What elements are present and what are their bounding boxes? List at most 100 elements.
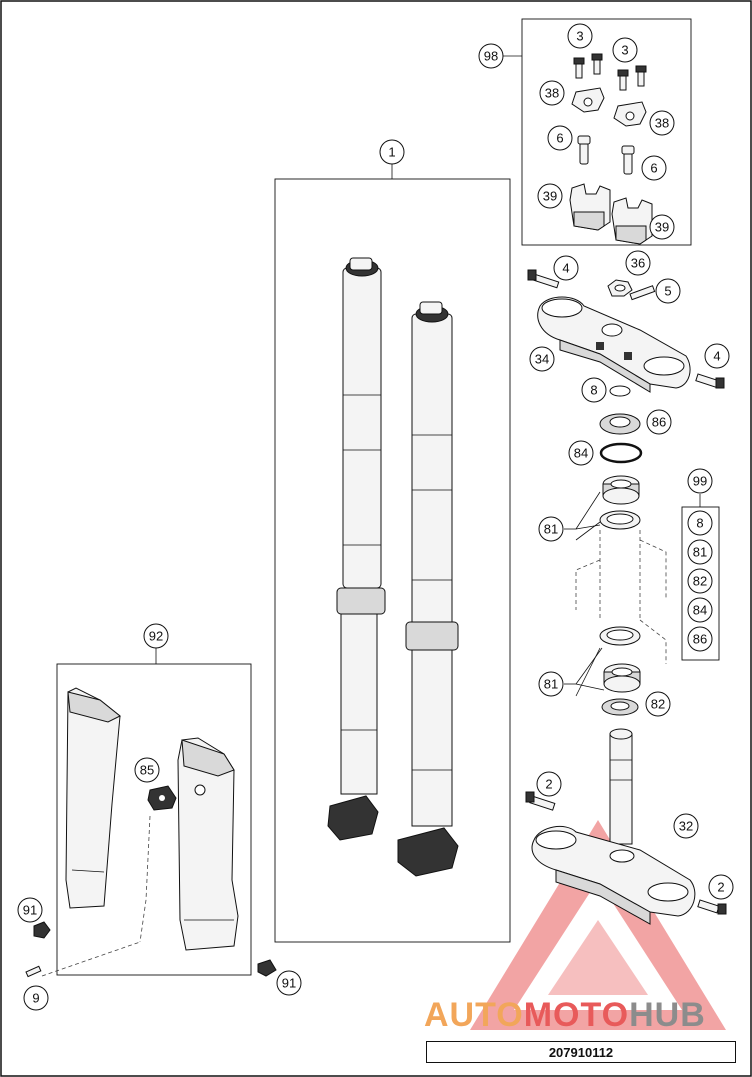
svg-text:5: 5 [664, 284, 671, 299]
fork-guard-icon [177, 737, 239, 951]
svg-text:4: 4 [562, 261, 569, 276]
bearing-race-icon [599, 626, 641, 646]
screw-icon [577, 135, 635, 175]
svg-text:82: 82 [693, 574, 707, 589]
kit-99-item-8: 8 [687, 510, 713, 536]
svg-text:2: 2 [717, 880, 724, 895]
assembly-dash-line [41, 815, 151, 977]
svg-text:38: 38 [545, 86, 559, 101]
bearing-race-icon [599, 510, 641, 530]
svg-text:1: 1 [388, 145, 395, 160]
callout-38-left: 38 [539, 80, 565, 106]
svg-text:34: 34 [535, 352, 549, 367]
callout-39-right: 39 [649, 214, 675, 240]
o-ring-icon [609, 385, 631, 397]
bolt-icon [527, 269, 725, 389]
steering-head-outline [575, 530, 667, 664]
svg-text:38: 38 [655, 116, 669, 131]
svg-text:6: 6 [556, 131, 563, 146]
svg-text:39: 39 [655, 220, 669, 235]
bearing-icon [603, 663, 641, 693]
svg-text:39: 39 [543, 189, 557, 204]
svg-text:4: 4 [713, 349, 720, 364]
callout-6-left: 6 [547, 125, 573, 151]
lower-seal-icon [601, 698, 639, 716]
frame-99 [681, 506, 720, 661]
bearing-seal-ring-icon [599, 442, 643, 464]
callout-36: 36 [625, 250, 651, 276]
svg-text:84: 84 [693, 603, 707, 618]
callout-38-right: 38 [649, 110, 675, 136]
callout-91-left: 91 [17, 897, 43, 923]
fork-guard-icon [65, 687, 121, 909]
svg-text:6: 6 [650, 161, 657, 176]
callout-32: 32 [673, 813, 699, 839]
callout-2-bottom: 2 [708, 874, 734, 900]
bolt-icon [573, 53, 647, 91]
callout-39-left: 39 [537, 183, 563, 209]
triple-clamp-icon [537, 296, 691, 393]
svg-text:3: 3 [576, 29, 583, 44]
callout-8: 8 [581, 377, 607, 403]
callout-9: 9 [23, 985, 49, 1011]
fork-leg-left-icon [327, 257, 386, 841]
callout-85: 85 [134, 757, 160, 783]
handlebar-clamp-base-icon [569, 183, 653, 245]
kit-99-item-84: 84 [687, 597, 713, 623]
callout-6-right: 6 [641, 155, 667, 181]
kit-99-item-86: 86 [687, 626, 713, 652]
frame-98 [521, 18, 692, 246]
watermark-text: AUTOMOTOHUB [424, 996, 706, 1034]
steering-nut-icon [607, 279, 633, 297]
svg-text:3: 3 [621, 43, 628, 58]
brake-line-guide-icon [147, 785, 177, 811]
callout-84: 84 [568, 440, 594, 466]
callout-91-right: 91 [276, 970, 302, 996]
steering-stem-icon [609, 728, 633, 845]
kit-99-item-82: 82 [687, 568, 713, 594]
callout-3-left: 3 [567, 23, 593, 49]
svg-text:91: 91 [282, 976, 296, 991]
svg-text:81: 81 [693, 545, 707, 560]
svg-text:92: 92 [149, 629, 163, 644]
callout-3-right: 3 [612, 37, 638, 63]
bolt-icon [525, 791, 727, 915]
callout-5: 5 [655, 278, 681, 304]
svg-text:82: 82 [651, 697, 665, 712]
callout-2-top: 2 [536, 771, 562, 797]
fork-leg-right-icon [397, 301, 459, 877]
svg-text:81: 81 [544, 522, 558, 537]
callout-98: 98 [478, 43, 504, 69]
svg-text:2: 2 [545, 777, 552, 792]
svg-text:81: 81 [544, 677, 558, 692]
dust-seal-icon [599, 413, 641, 435]
callout-81-top: 81 [538, 516, 564, 542]
svg-text:9: 9 [32, 991, 39, 1006]
callout-92: 92 [143, 623, 169, 649]
kit-99-item-81: 81 [687, 539, 713, 565]
svg-text:86: 86 [693, 632, 707, 647]
callout-86: 86 [646, 409, 672, 435]
callout-4-top: 4 [553, 255, 579, 281]
bearing-icon [602, 475, 640, 505]
callout-1: 1 [379, 139, 405, 165]
callout-99: 99 [687, 468, 713, 494]
svg-text:32: 32 [679, 819, 693, 834]
svg-text:84: 84 [574, 446, 588, 461]
callout-34: 34 [529, 346, 555, 372]
svg-text:98: 98 [484, 49, 498, 64]
callout-4-right: 4 [704, 343, 730, 369]
diagram-code: 207910112 [426, 1041, 736, 1063]
svg-text:36: 36 [631, 256, 645, 271]
leader-lines [155, 55, 701, 697]
svg-text:85: 85 [140, 763, 154, 778]
handlebar-clamp-top-icon [571, 87, 647, 127]
frame-1 [274, 178, 511, 943]
triple-clamp-icon [531, 825, 696, 925]
callout-81-bottom: 81 [538, 671, 564, 697]
frame-92 [56, 663, 252, 976]
svg-text:8: 8 [696, 516, 703, 531]
